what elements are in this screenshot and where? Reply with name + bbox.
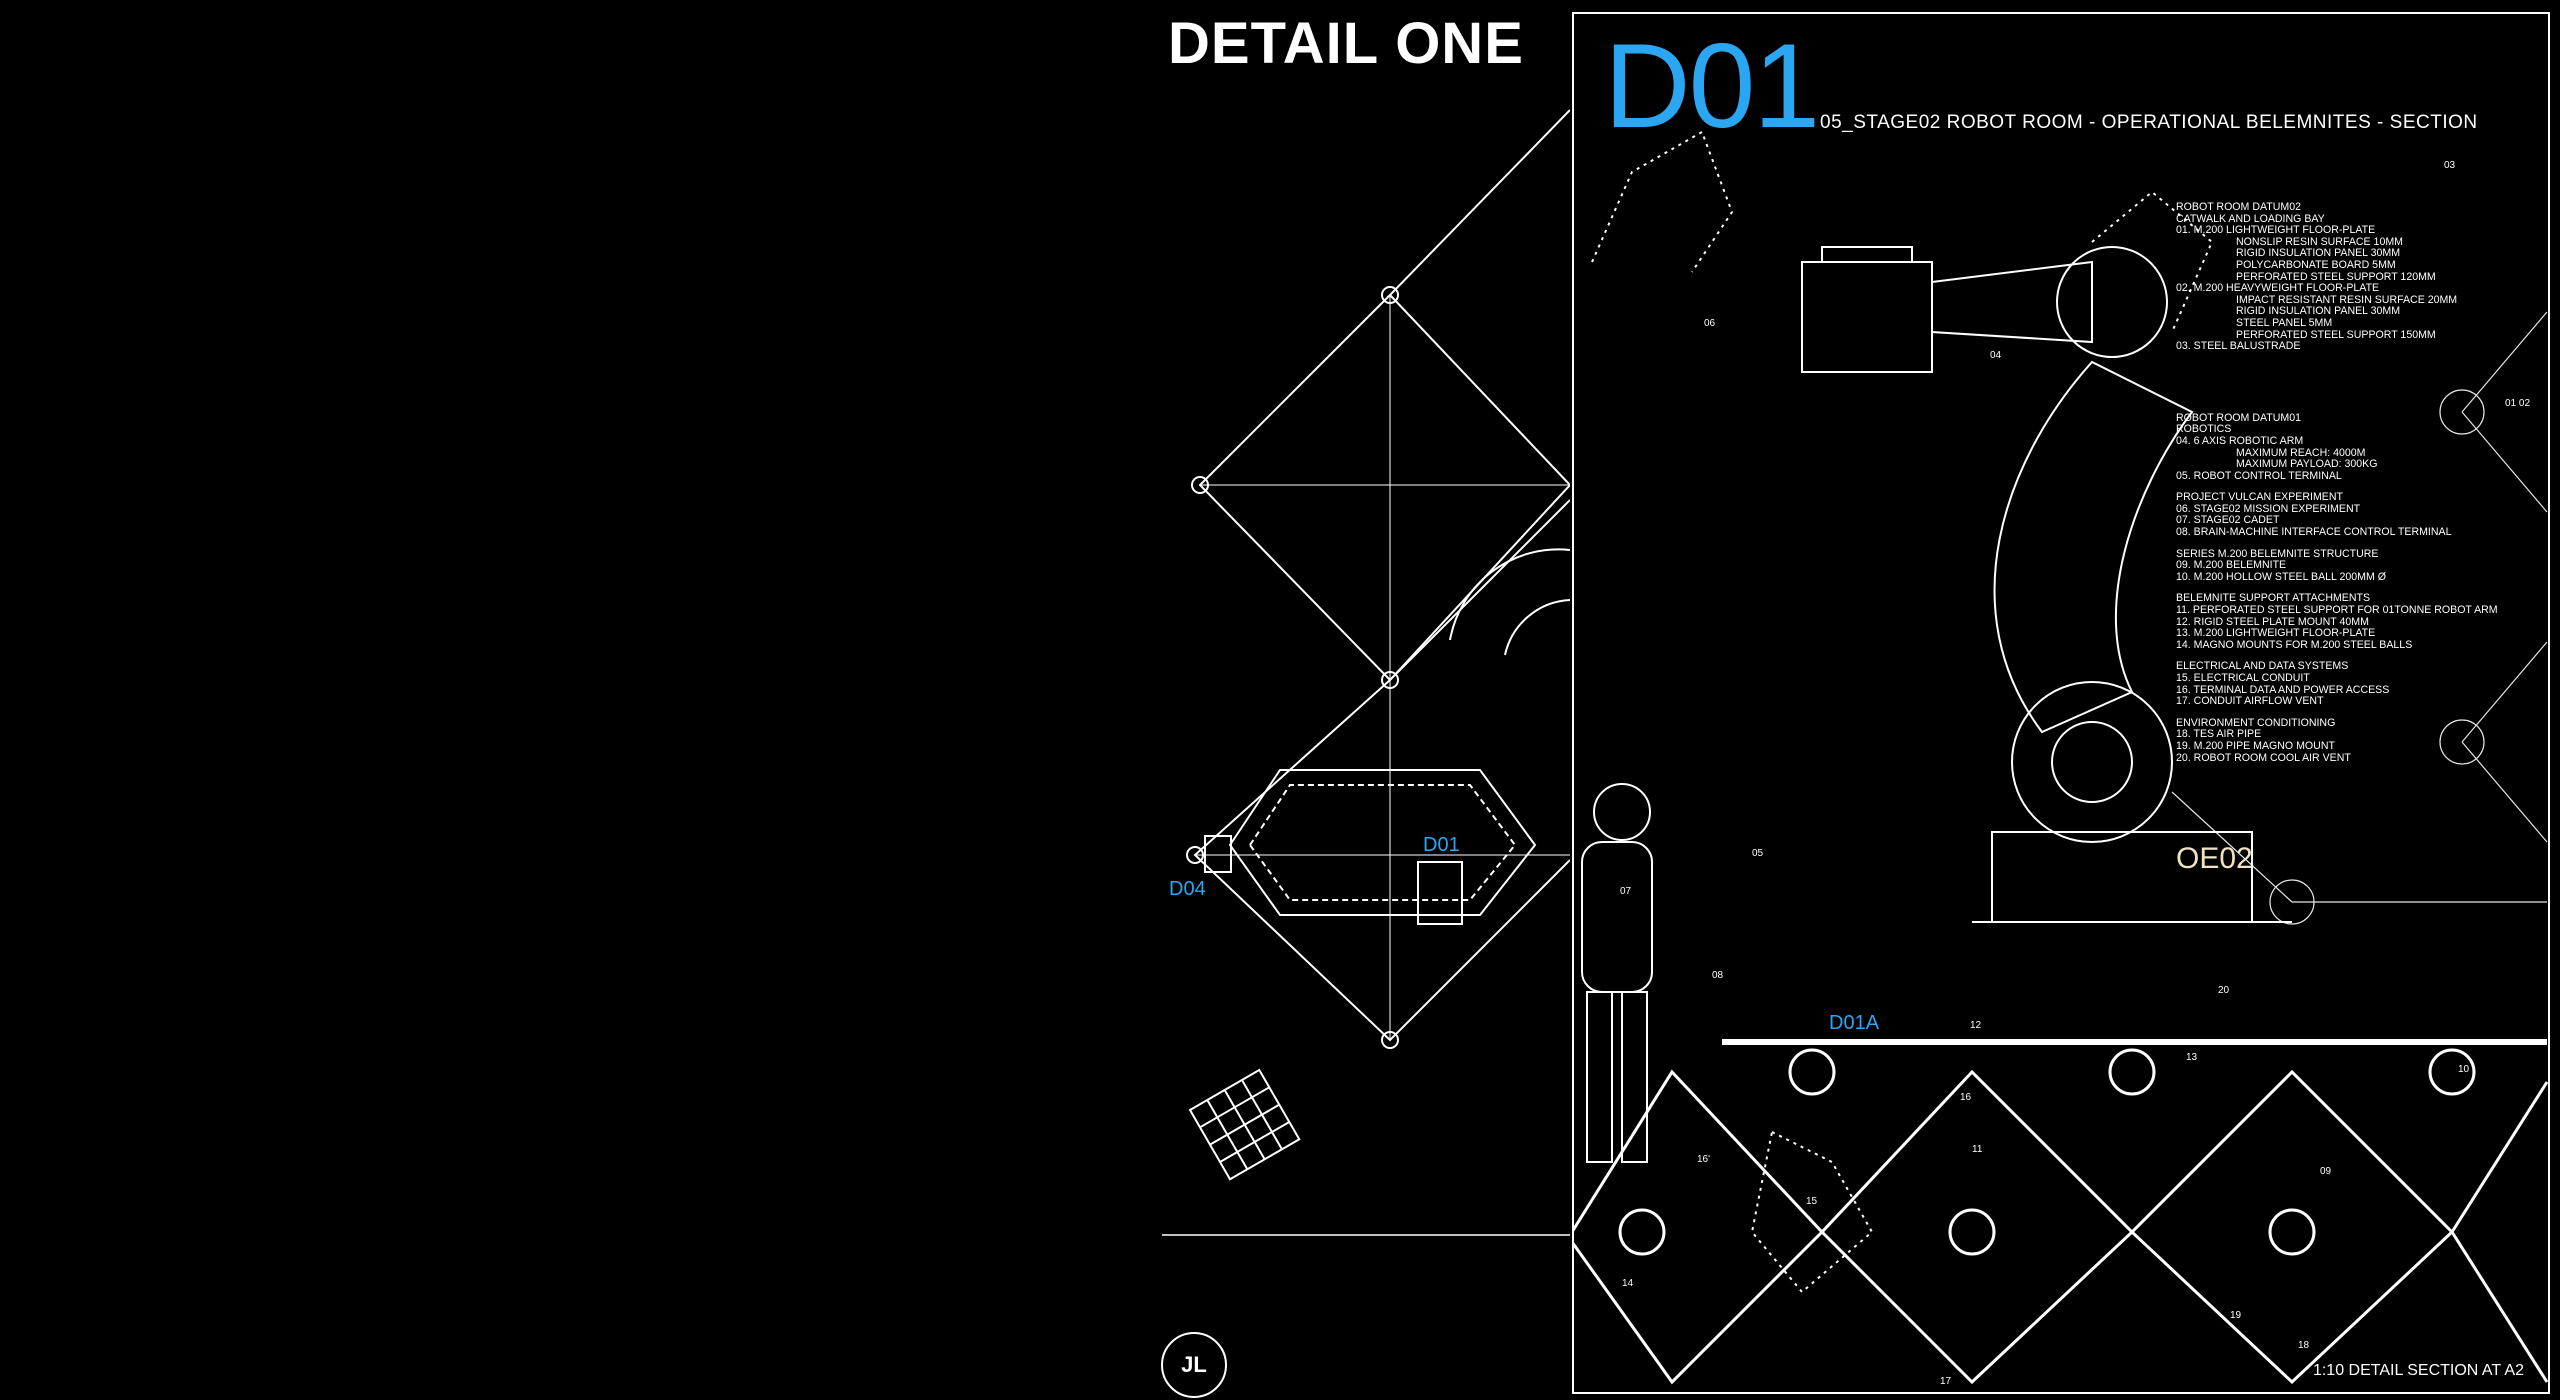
- marker-label: 04: [1990, 350, 2002, 361]
- note-line: 09. M.200 BELEMNITE: [2176, 559, 2287, 572]
- note-line: 11. PERFORATED STEEL SUPPORT FOR 01TONNE…: [2176, 604, 2498, 617]
- d01-frame: [1417, 861, 1463, 925]
- note-line: 03. STEEL BALUSTRADE: [2176, 340, 2301, 353]
- note-gap: [2176, 363, 2498, 373]
- note-line: ROBOT ROOM DATUM02: [2176, 201, 2301, 213]
- note-line: PERFORATED STEEL SUPPORT 120MM: [2236, 270, 2436, 283]
- note-line: CATWALK AND LOADING BAY: [2176, 212, 2325, 225]
- note-line: ROBOT ROOM DATUM01: [2176, 411, 2301, 424]
- note-line: 20. ROBOT ROOM COOL AIR VENT: [2176, 751, 2351, 764]
- note-line: STEEL PANEL 5MM: [2236, 316, 2333, 329]
- d04-frame: [1204, 835, 1232, 873]
- marker-label: 08: [1712, 970, 1724, 981]
- note-line: POLYCARBONATE BOARD 5MM: [2236, 258, 2396, 271]
- marker-label: 12: [1970, 1020, 1982, 1031]
- solar-panel: [1188, 1068, 1301, 1181]
- note-line: MAXIMUM REACH: 4000M: [2236, 446, 2366, 459]
- scale-label: 1:10 DETAIL SECTION AT A2: [2312, 1362, 2524, 1379]
- marker-label: 07: [1620, 886, 1632, 897]
- note-line: 06. STAGE02 MISSION EXPERIMENT: [2176, 502, 2361, 515]
- detail-id: D01: [1604, 19, 1820, 153]
- note-line: 18. TES AIR PIPE: [2176, 728, 2262, 741]
- note-line: 13. M.200 LIGHTWEIGHT FLOOR-PLATE: [2176, 627, 2376, 640]
- marker-label: 03: [2444, 160, 2456, 171]
- marker-label: 18: [2298, 1340, 2310, 1351]
- author-badge: JL: [1161, 1332, 1227, 1398]
- note-line: RIGID INSULATION PANEL 30MM: [2236, 305, 2401, 318]
- note-line: RIGID INSULATION PANEL 30MM: [2236, 247, 2401, 260]
- detail-subtitle: 05_STAGE02 ROBOT ROOM - OPERATIONAL BELE…: [1820, 112, 2478, 133]
- note-line: 04. 6 AXIS ROBOTIC ARM: [2176, 434, 2304, 447]
- callout-d01a: D01A: [1829, 1012, 1880, 1034]
- note-line: IMPACT RESISTANT RESIN SURFACE 20MM: [2236, 293, 2458, 306]
- note-line: 10. M.200 HOLLOW STEEL BALL 200MM Ø: [2176, 570, 2386, 583]
- note-line: SERIES M.200 BELEMNITE STRUCTURE: [2176, 547, 2379, 560]
- callout-d04: D04: [1169, 878, 1206, 900]
- capsule: [1228, 769, 1537, 916]
- marker-label: 01 02: [2505, 398, 2531, 409]
- overview-drawing: [1162, 109, 1570, 1236]
- callout-d01: D01: [1423, 834, 1460, 856]
- marker-label: 10: [2458, 1064, 2470, 1075]
- note-gap: [2176, 393, 2498, 403]
- note-gap: [2176, 383, 2498, 393]
- truss-outline-lower: [1193, 294, 1570, 1042]
- note-line: 19. M.200 PIPE MAGNO MOUNT: [2176, 739, 2335, 752]
- detail-sheet: [1572, 12, 2550, 1394]
- callout-oe02: OE02: [2176, 842, 2253, 875]
- note-line: NONSLIP RESIN SURFACE 10MM: [2236, 235, 2403, 248]
- note-line: ROBOTICS: [2176, 423, 2232, 436]
- marker-label: 17: [1940, 1376, 1952, 1387]
- marker-label: 05: [1752, 848, 1764, 859]
- marker-label: 20: [2218, 985, 2230, 996]
- truss-outline: [1198, 109, 1570, 682]
- note-line: 05. ROBOT CONTROL TERMINAL: [2176, 469, 2342, 482]
- marker-label: 16': [1697, 1154, 1711, 1165]
- note-line: ENVIRONMENT CONDITIONING: [2176, 716, 2336, 729]
- belemnite-lattice: [1572, 1039, 2549, 1385]
- note-line: ELECTRICAL AND DATA SYSTEMS: [2176, 660, 2349, 673]
- marker-label: 14: [1622, 1278, 1634, 1289]
- marker-label: 19: [2230, 1310, 2242, 1321]
- note-line: PROJECT VULCAN EXPERIMENT: [2176, 491, 2343, 504]
- marker-label: 13: [2186, 1052, 2198, 1063]
- marker-label: 06: [1704, 318, 1716, 329]
- astronaut: [1581, 783, 1653, 1163]
- page-title: DETAIL ONE: [1168, 11, 1524, 76]
- marker-label: 09: [2320, 1166, 2332, 1177]
- note-line: 01. M.200 LIGHTWEIGHT FLOOR-PLATE: [2176, 224, 2376, 237]
- marker-label: 11: [1972, 1144, 1983, 1155]
- note-line: 16. TERMINAL DATA AND POWER ACCESS: [2176, 683, 2390, 696]
- marker-label: 16: [1960, 1092, 1972, 1103]
- note-line: 12. RIGID STEEL PLATE MOUNT 40MM: [2176, 615, 2369, 628]
- note-line: BELEMNITE SUPPORT ATTACHMENTS: [2176, 592, 2371, 605]
- note-line: 17. CONDUIT AIRFLOW VENT: [2176, 695, 2324, 708]
- note-line: 02. M.200 HEAVYWEIGHT FLOOR-PLATE: [2176, 282, 2380, 295]
- robot-arm: [1801, 246, 2292, 923]
- note-line: PERFORATED STEEL SUPPORT 150MM: [2236, 328, 2436, 341]
- note-gap: [2176, 353, 2498, 363]
- note-line: 07. STAGE02 CADET: [2176, 514, 2280, 527]
- note-line: MAXIMUM PAYLOAD: 300KG: [2236, 458, 2378, 471]
- note-line: 14. MAGNO MOUNTS FOR M.200 STEEL BALLS: [2176, 638, 2413, 651]
- note-line: 15. ELECTRICAL CONDUIT: [2176, 672, 2310, 684]
- marker-label: 15: [1806, 1196, 1818, 1207]
- note-gap: [2176, 373, 2498, 383]
- note-line: 08. BRAIN-MACHINE INTERFACE CONTROL TERM…: [2176, 526, 2452, 539]
